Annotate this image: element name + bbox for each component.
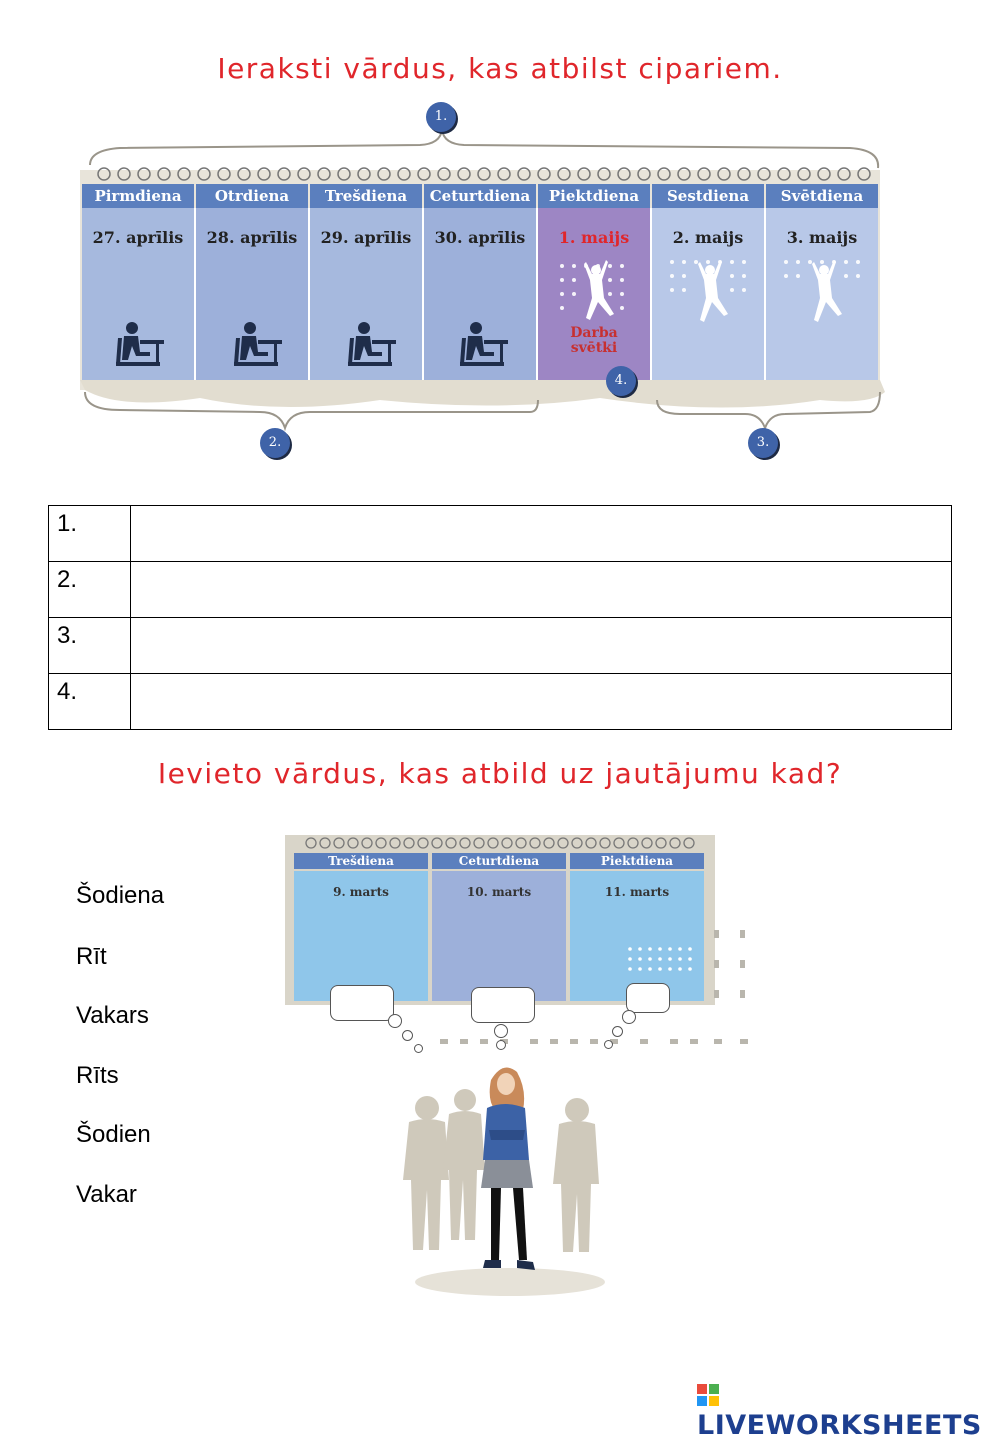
badge-3: 3.: [748, 428, 778, 458]
day-date: 11. marts: [604, 885, 670, 899]
day-header-thursday: Ceturtdiena: [424, 184, 536, 208]
day-date: 9. marts: [333, 885, 389, 899]
answer-field-4[interactable]: [130, 673, 952, 730]
dot-pattern: [628, 947, 692, 971]
task1-title: Ieraksti vārdus, kas atbilst cipariem.: [217, 52, 783, 85]
table-row: 2.: [48, 561, 952, 618]
day-header-tuesday: Otrdiena: [196, 184, 308, 208]
bubble-dot: [494, 1024, 508, 1038]
holiday-label: Darba svētki: [538, 326, 650, 356]
student-at-desk-icon: [460, 322, 508, 366]
day-header-sunday: Svētdiena: [766, 184, 878, 208]
draggable-word[interactable]: Vakars: [76, 1002, 149, 1029]
liveworksheets-logo: LIVEWORKSHEETS: [697, 1379, 1000, 1441]
day-header-friday: Piektdiena: [538, 184, 650, 208]
day-cell-friday-holiday: 1. maijs Darba svētki: [538, 208, 652, 380]
drop-target-bubble-1[interactable]: [330, 985, 394, 1021]
day-cell-monday: 27. aprīlis: [82, 208, 196, 380]
day-date: 30. aprīlis: [434, 228, 526, 247]
badge-1: 1.: [426, 102, 456, 132]
bubble-dot: [604, 1040, 613, 1049]
day-header-saturday: Sestdiena: [652, 184, 764, 208]
day-cell-sunday: 3. maijs: [766, 208, 878, 380]
draggable-word[interactable]: Rīts: [76, 1062, 119, 1089]
three-day-calendar: Trešdiena Ceturtdiena Piektdiena 9. mart…: [285, 835, 715, 1005]
day-header-friday: Piektdiena: [570, 853, 704, 869]
student-at-desk-icon: [348, 322, 396, 366]
day-header-thursday: Ceturtdiena: [432, 853, 566, 869]
spiral-rings: [97, 167, 871, 181]
jumping-person-icon: [784, 260, 860, 322]
bubble-dot: [414, 1044, 423, 1053]
day-header-monday: Pirmdiena: [82, 184, 194, 208]
bubble-dot: [388, 1014, 402, 1028]
holiday-label-line1: Darba: [570, 325, 618, 341]
day-header-wednesday: Trešdiena: [294, 853, 428, 869]
row-number: 4.: [48, 673, 131, 730]
jumping-person-icon: [560, 260, 624, 320]
day-date: 27. aprīlis: [92, 228, 184, 247]
draggable-word[interactable]: Vakar: [76, 1181, 137, 1208]
answer-field-2[interactable]: [130, 561, 952, 618]
answer-field-3[interactable]: [130, 617, 952, 674]
girl-figure: [481, 1067, 535, 1270]
row-number: 3.: [48, 617, 131, 674]
draggable-word[interactable]: Šodiena: [76, 882, 165, 909]
bubble-dot: [496, 1040, 506, 1050]
week-calendar: Pirmdiena Otrdiena Trešdiena Ceturtdiena…: [80, 100, 890, 480]
day-date: 1. maijs: [558, 228, 630, 247]
day-cell-wednesday: 9. marts: [294, 871, 428, 1001]
spiral-rings: [305, 837, 695, 849]
drop-target-bubble-3[interactable]: [626, 983, 670, 1013]
row-number: 2.: [48, 561, 131, 618]
day-cell-thursday: 10. marts: [432, 871, 566, 1001]
day-cell-thursday: 30. aprīlis: [424, 208, 538, 380]
draggable-word[interactable]: Rīt: [76, 943, 107, 970]
day-header-wednesday: Trešdiena: [310, 184, 422, 208]
row-number: 1.: [48, 505, 131, 562]
day-date: 10. marts: [466, 885, 532, 899]
table-row: 3.: [48, 617, 952, 674]
day-date: 28. aprīlis: [206, 228, 298, 247]
day-date: 3. maijs: [786, 228, 858, 247]
holiday-label-line2: svētki: [570, 340, 618, 356]
logo-icon: [697, 1384, 719, 1406]
day-cell-wednesday: 29. aprīlis: [310, 208, 424, 380]
student-at-desk-icon: [116, 322, 164, 366]
badge-2: 2.: [260, 428, 290, 458]
task2-title: Ievieto vārdus, kas atbild uz jautājumu …: [157, 757, 843, 790]
jumping-person-icon: [670, 260, 746, 322]
answer-table: 1. 2. 3. 4.: [48, 505, 952, 730]
day-cell-friday: 11. marts: [570, 871, 704, 1001]
day-cell-saturday: 2. maijs: [652, 208, 766, 380]
day-date: 29. aprīlis: [320, 228, 412, 247]
drop-target-bubble-2[interactable]: [471, 987, 535, 1023]
day-date: 2. maijs: [672, 228, 744, 247]
table-row: 1.: [48, 505, 952, 562]
bubble-dot: [402, 1030, 413, 1041]
student-at-desk-icon: [234, 322, 282, 366]
badge-4: 4.: [606, 366, 636, 396]
answer-field-1[interactable]: [130, 505, 952, 562]
logo-text: LIVEWORKSHEETS: [697, 1410, 982, 1441]
table-row: 4.: [48, 673, 952, 730]
bubble-dot: [622, 1010, 636, 1024]
bubble-dot: [612, 1026, 623, 1037]
day-cell-tuesday: 28. aprīlis: [196, 208, 310, 380]
girl-thinking-illustration: [403, 1067, 605, 1296]
draggable-word[interactable]: Šodien: [76, 1121, 151, 1148]
